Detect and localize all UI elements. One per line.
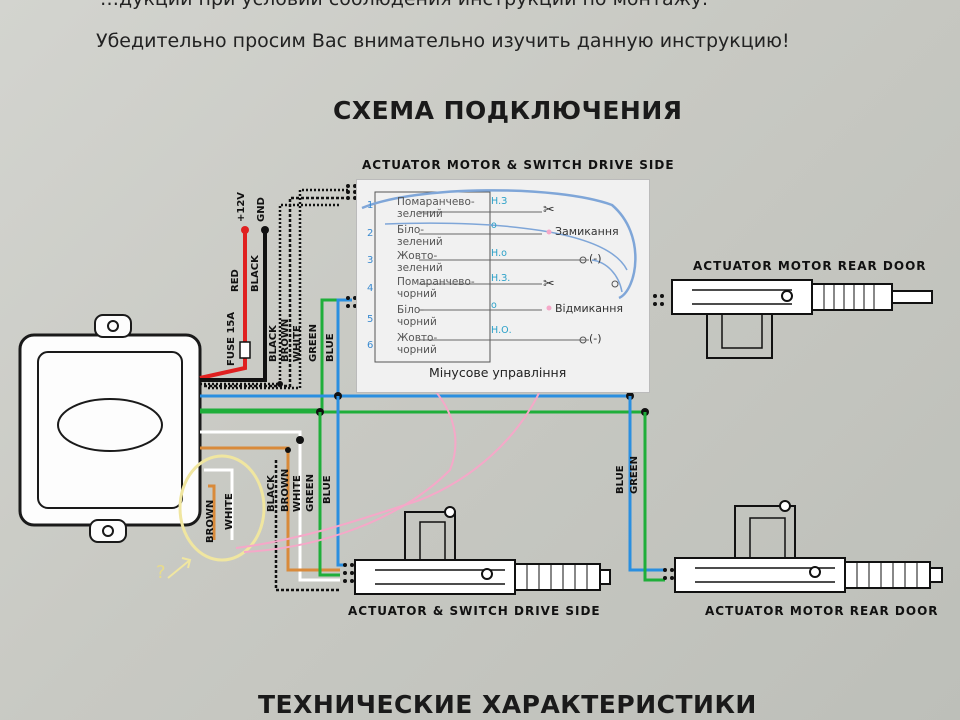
label-blue-3: BLUE bbox=[322, 475, 333, 504]
row-3-name-line1: Жовто- bbox=[397, 250, 438, 262]
lower-harness bbox=[200, 396, 665, 592]
row-2-name-line2: зелений bbox=[397, 236, 443, 248]
connector-dots bbox=[343, 184, 674, 583]
actuator-bottom-middle bbox=[354, 506, 611, 595]
row-4-num: 4 bbox=[367, 283, 374, 294]
label-white-3: WHITE bbox=[292, 475, 303, 512]
row-4-code: Н.З. bbox=[491, 273, 511, 284]
row-2-action: Замикання bbox=[555, 225, 619, 238]
label-red: RED bbox=[230, 269, 241, 292]
question-mark: ? bbox=[156, 562, 166, 583]
row-2-name: Біло-зелений bbox=[397, 224, 443, 248]
row-5-num: 5 bbox=[367, 314, 374, 325]
row-6-name-line2: чорний bbox=[397, 344, 437, 356]
row-4-name: Помаранчево-чорний bbox=[397, 276, 475, 300]
row-6-action: (-) bbox=[589, 332, 602, 345]
intro-line-1: …дукции при условии соблюдения инструкци… bbox=[100, 0, 708, 10]
row-1-num: 1 bbox=[367, 200, 374, 211]
row-3-action: (-) bbox=[589, 252, 602, 265]
row-1-code: Н.З bbox=[491, 196, 508, 207]
label-green-2: GREEN bbox=[308, 324, 319, 362]
label-gnd: GND bbox=[256, 197, 267, 222]
wiring-inset-table: 1 2 3 4 5 6 Помаранчево-зелений Біло-зел… bbox=[357, 180, 649, 392]
scissors-icon-2: ✂ bbox=[543, 276, 555, 292]
label-blue-2: BLUE bbox=[325, 333, 336, 362]
row-2-name-line1: Біло- bbox=[397, 224, 425, 236]
row-1-name: Помаранчево-зелений bbox=[397, 196, 475, 220]
inset-lines bbox=[361, 189, 637, 363]
label-actuator-top: ACTUATOR MOTOR & SWITCH DRIVE SIDE bbox=[362, 158, 675, 172]
row-5-code: o bbox=[491, 300, 497, 311]
footer-heading: ТЕХНИЧЕСКИЕ ХАРАКТЕРИСТИКИ bbox=[258, 690, 757, 719]
row-6-name-line1: Жовто- bbox=[397, 332, 438, 344]
label-actuator-rear-top: ACTUATOR MOTOR REAR DOOR bbox=[693, 259, 927, 273]
row-4-name-line2: чорний bbox=[397, 288, 437, 300]
label-plus12: +12V bbox=[236, 191, 247, 222]
label-white-2: WHITE bbox=[292, 325, 303, 362]
label-fuse: FUSE 15A bbox=[226, 311, 237, 366]
row-1-name-line2: зелений bbox=[397, 208, 443, 220]
row-5-name-line2: чорний bbox=[397, 316, 437, 328]
label-actuator-bottom: ACTUATOR & SWITCH DRIVE SIDE bbox=[348, 604, 601, 618]
row-3-code: Н.о bbox=[491, 248, 507, 259]
label-brown-3: BROWN bbox=[280, 468, 291, 512]
inset-caption: Мінусове управління bbox=[429, 365, 567, 380]
label-brown-4: BROWN bbox=[205, 499, 216, 543]
intro-line-2: Убедительно просим Вас внимательно изучи… bbox=[96, 30, 790, 52]
label-brown-2: BROWN bbox=[280, 318, 291, 362]
row-3-name: Жовто-зелений bbox=[397, 250, 443, 274]
label-green-rear: GREEN bbox=[629, 456, 640, 494]
label-black-2: BLACK bbox=[268, 325, 279, 362]
actuator-bottom-right bbox=[674, 500, 943, 593]
row-5-action: Відмикання bbox=[555, 302, 624, 315]
label-green-3: GREEN bbox=[305, 474, 316, 512]
row-4-name-line1: Помаранчево- bbox=[397, 276, 475, 288]
question-arrow bbox=[167, 557, 192, 579]
row-6-num: 6 bbox=[367, 340, 374, 351]
label-actuator-rear-bottom: ACTUATOR MOTOR REAR DOOR bbox=[705, 604, 939, 618]
row-5-name-line1: Біло- bbox=[397, 304, 425, 316]
scissors-icon-1: ✂ bbox=[543, 202, 555, 218]
row-2-code: o bbox=[491, 220, 497, 231]
control-unit bbox=[18, 314, 202, 543]
highlight-circle bbox=[178, 454, 266, 562]
page-title: СХЕМА ПОДКЛЮЧЕНИЯ bbox=[333, 96, 683, 125]
row-1-name-line1: Помаранчево- bbox=[397, 196, 475, 208]
row-3-name-line2: зелений bbox=[397, 262, 443, 274]
row-3-num: 3 bbox=[367, 255, 374, 266]
row-6-code: Н.О. bbox=[491, 325, 512, 336]
row-6-name: Жовто-чорний bbox=[397, 332, 437, 356]
label-white-4: WHITE bbox=[224, 493, 235, 530]
upper-harness bbox=[200, 188, 649, 416]
actuator-top-right bbox=[671, 279, 933, 359]
label-black: BLACK bbox=[250, 255, 261, 292]
row-5-name: Біло-чорний bbox=[397, 304, 437, 328]
fuse bbox=[239, 341, 251, 359]
label-blue-rear: BLUE bbox=[615, 465, 626, 494]
power-wires bbox=[199, 226, 269, 382]
row-2-num: 2 bbox=[367, 228, 374, 239]
label-black-3: BLACK bbox=[266, 475, 277, 512]
